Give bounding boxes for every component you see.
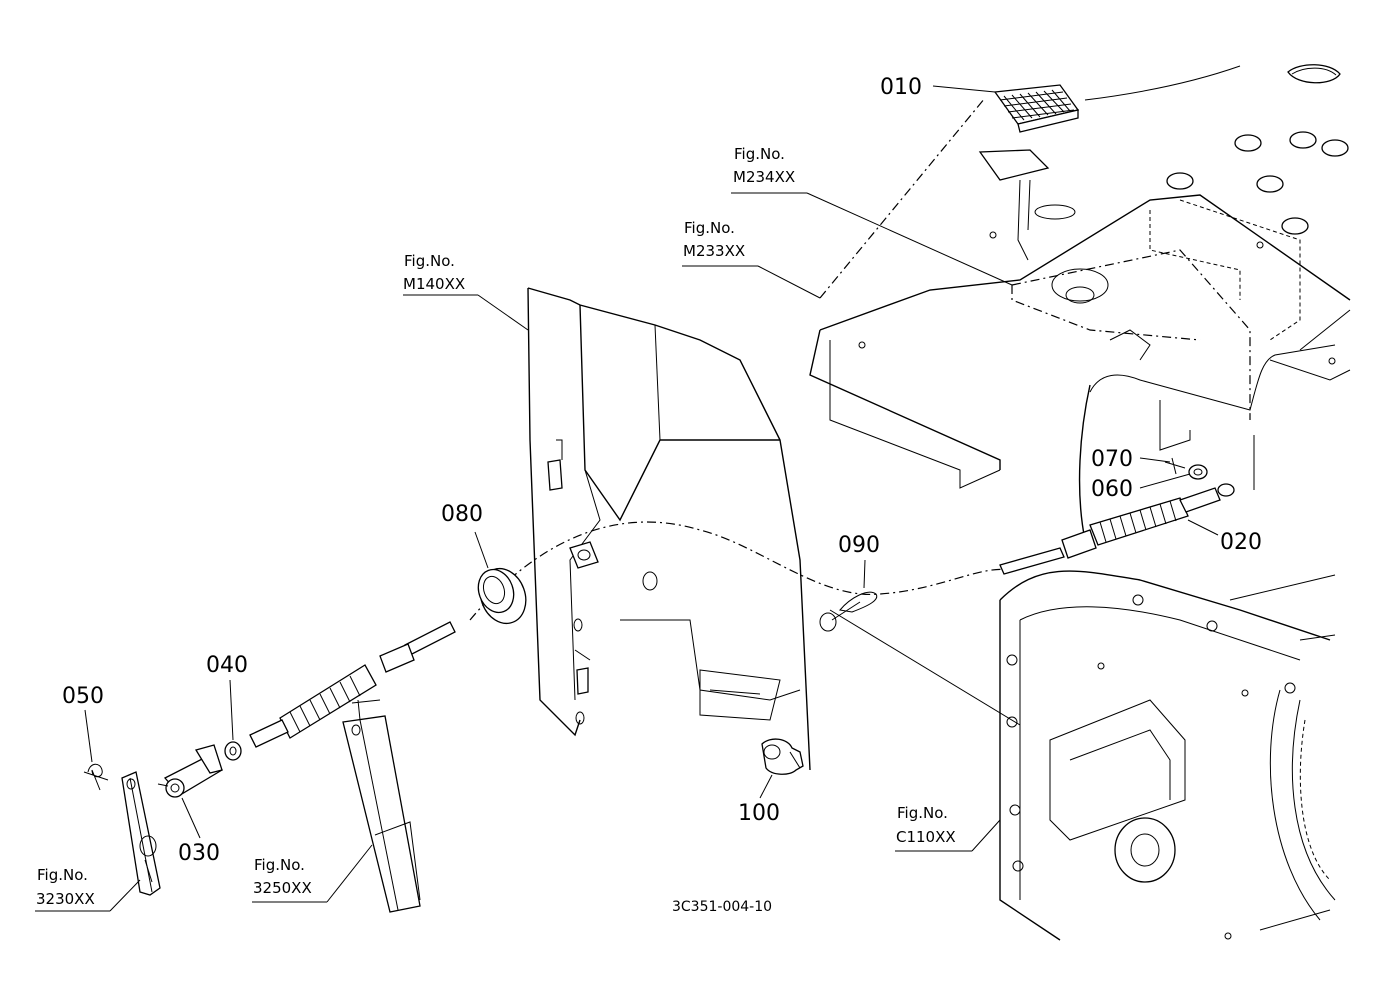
part-label-060: 060 <box>1091 477 1133 502</box>
fig-ref-prefix: Fig.No. <box>734 145 785 163</box>
lever-bracket-3250 <box>342 699 421 913</box>
pedal-pad-010 <box>993 84 1080 133</box>
part-label-040: 040 <box>206 653 248 678</box>
fig-ref-prefix: Fig.No. <box>254 856 305 874</box>
fig-ref-code: M140XX <box>403 275 465 293</box>
part-label-100: 100 <box>738 801 780 826</box>
fig-ref-code: 3230XX <box>36 890 95 908</box>
grommet-080 <box>477 567 527 625</box>
part-label-080: 080 <box>441 502 483 527</box>
nut-040 <box>224 741 242 761</box>
part-label-020: 020 <box>1220 530 1262 555</box>
snap-pin-050 <box>83 763 109 791</box>
fig-ref-prefix: Fig.No. <box>37 866 88 884</box>
pin-070 <box>1164 457 1186 475</box>
part-label-010: 010 <box>880 75 922 100</box>
drawing-code: 3C351-004-10 <box>672 899 772 915</box>
figure-reference-labels: Fig.No. M234XX Fig.No. M233XX Fig.No. M1… <box>36 145 956 908</box>
deck-assembly <box>809 64 1351 489</box>
part-number-labels: 010 020 030 040 050 060 070 080 090 100 <box>62 75 1262 866</box>
lever-bracket-3230 <box>121 771 161 896</box>
fig-ref-code: C110XX <box>896 828 956 846</box>
fig-ref-prefix: Fig.No. <box>897 804 948 822</box>
fig-ref-prefix: Fig.No. <box>684 219 735 237</box>
fig-ref-code: M233XX <box>683 242 745 260</box>
transmission-housing <box>999 570 1336 941</box>
bolt-100 <box>761 738 804 775</box>
leader-lines <box>35 85 1255 912</box>
part-label-050: 050 <box>62 684 104 709</box>
clip-090 <box>819 591 878 632</box>
cable-front-end <box>249 621 456 748</box>
panel-bracket <box>527 287 811 771</box>
cable-routing <box>469 344 1336 621</box>
cable-end-020 <box>999 483 1235 575</box>
fig-ref-code: 3250XX <box>253 879 312 897</box>
part-label-030: 030 <box>178 841 220 866</box>
part-label-090: 090 <box>838 533 880 558</box>
fig-ref-code: M234XX <box>733 168 795 186</box>
clevis-030 <box>157 744 223 798</box>
washer-060 <box>1188 464 1208 480</box>
fig-ref-prefix: Fig.No. <box>404 252 455 270</box>
part-label-070: 070 <box>1091 447 1133 472</box>
